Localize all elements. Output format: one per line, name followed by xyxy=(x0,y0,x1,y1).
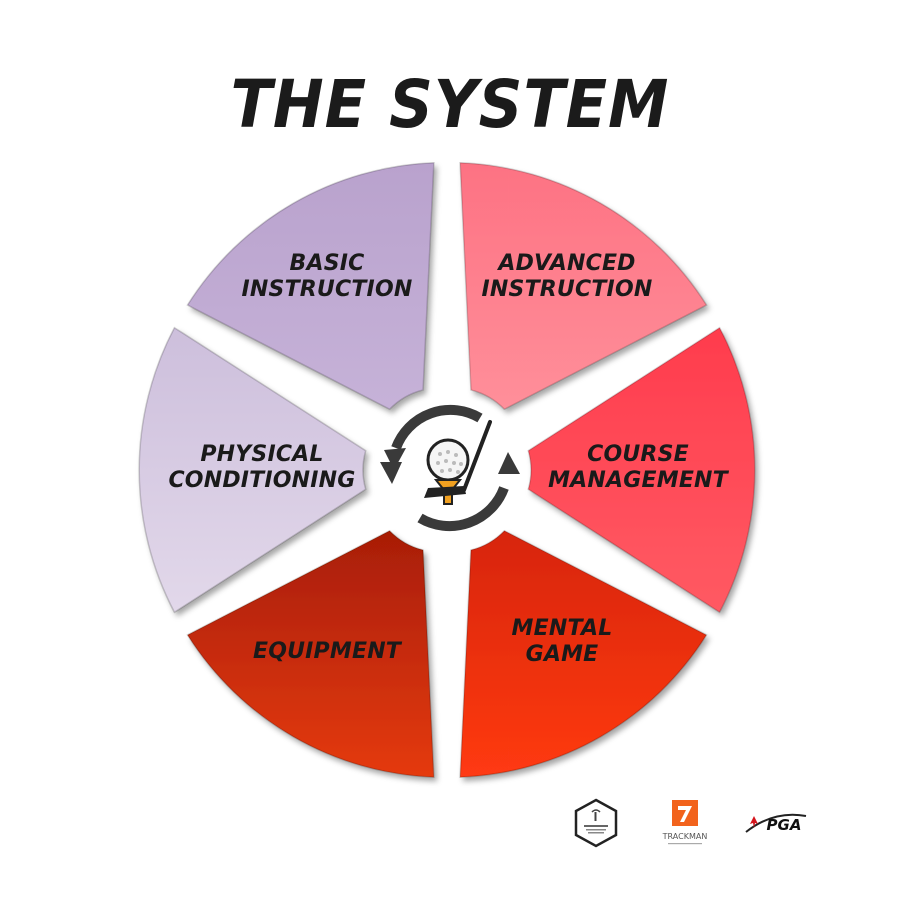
segment-label-line: CONDITIONING xyxy=(168,468,355,493)
segment-mental xyxy=(459,529,708,778)
segment-label-line: GAME xyxy=(526,642,599,667)
segment-label-line: ADVANCED xyxy=(496,251,635,276)
segment-physical xyxy=(138,326,367,614)
segment-label-line: INSTRUCTION xyxy=(242,277,413,302)
segment-basic xyxy=(186,162,435,411)
segment-label-line: MENTAL xyxy=(512,616,613,641)
segment-advanced xyxy=(459,162,708,411)
segment-label-line: BASIC xyxy=(290,251,365,276)
segment-label-line: COURSE xyxy=(587,442,689,467)
segment-label-line: PHYSICAL xyxy=(200,442,323,467)
segment-label-line: MANAGEMENT xyxy=(548,468,730,493)
segment-equipment xyxy=(186,529,435,778)
pga-logo-text: PGA xyxy=(767,816,802,834)
segment-label-line: EQUIPMENT xyxy=(253,639,403,664)
segment-course xyxy=(527,326,756,614)
pga-logo: PGA xyxy=(744,806,810,838)
golf-cycle-icon xyxy=(380,404,520,532)
segment-label-equipment: EQUIPMENT xyxy=(253,639,403,664)
trackman-logo-text: TRACKMAN xyxy=(662,832,708,841)
page-title: THE SYSTEM xyxy=(230,66,670,143)
titleist-logo xyxy=(574,798,618,848)
segment-label-line: INSTRUCTION xyxy=(482,277,653,302)
trackman-logo: TRACKMAN xyxy=(654,798,716,850)
